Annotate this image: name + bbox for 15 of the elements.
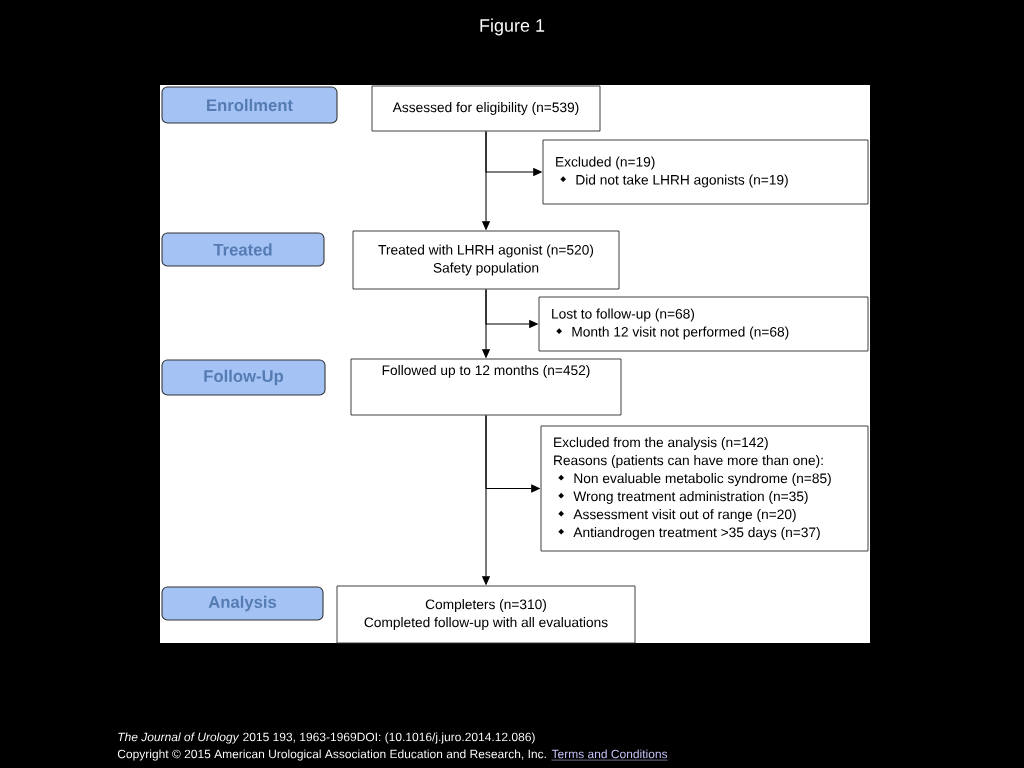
flow-box: Excluded (n=19) Did not take LHRH agonists (n=19) — [542, 139, 869, 205]
stage-label-box: Follow-Up — [161, 359, 326, 396]
flow-box: Assessed for eligibility (n=539) — [371, 85, 601, 132]
stage-label-box: Analysis — [161, 586, 324, 621]
flow-box: Completers (n=310) Completed follow-up with all evaluations — [336, 585, 636, 644]
stage-label-box: Enrollment — [161, 86, 338, 124]
flow-box: Treated with LHRH agonist (n=520) Safety population — [352, 230, 620, 290]
flow-box: Followed up to 12 months (n=452) — [350, 358, 622, 416]
citation-text: The Journal of Urology 2015 193, 1963-1969DOI: (10.1016/j.juro.2014.12.086) — [118, 732, 535, 744]
figure-title: Figure 1 — [480, 18, 545, 36]
flow-box: Lost to follow-up (n=68) Month 12 visit not performed (n=68) — [538, 296, 869, 352]
terms-link: Terms and Conditions — [551, 749, 668, 761]
copyright-text: Copyright © 2015 American Urological Association Education and Research, Inc. — [117, 749, 546, 761]
stage-label-box: Treated — [161, 232, 325, 267]
flow-box: Excluded from the analysis (n=142) Reasons (patients can have more than one): Non evaluable metabolic syndrome (n=85) Wrong treatment administration (n=35) Assessment visit out of range (n=20) Antiandrogen treatment >35 days (n=37) — [540, 425, 869, 552]
